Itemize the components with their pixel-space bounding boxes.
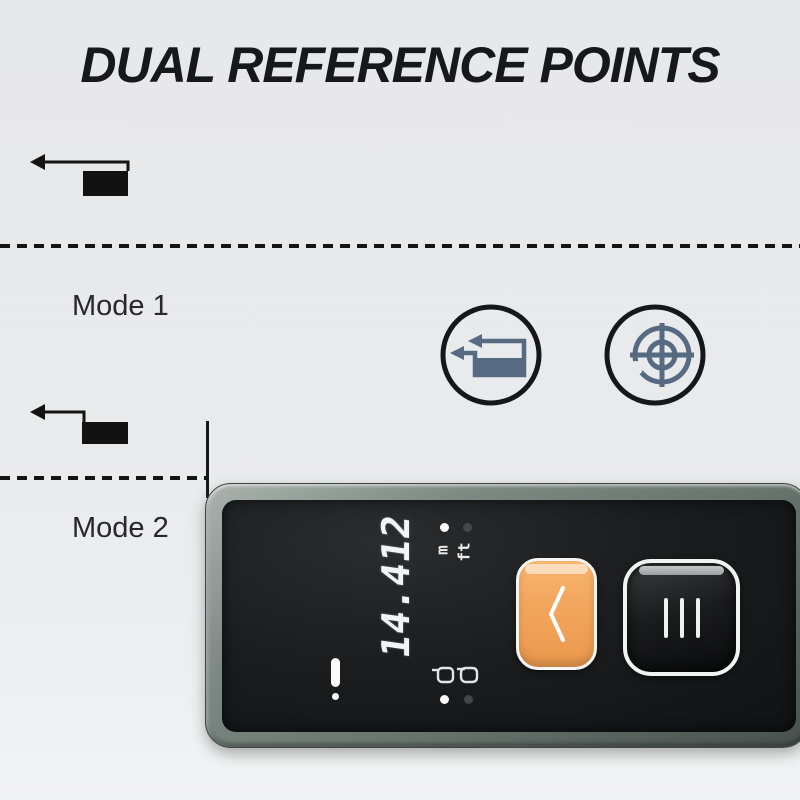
laser-measure-device: 14.412 m ft [205,483,800,748]
area-unit-icon [432,666,455,684]
exclamation-indicator-bar [331,658,340,687]
unit-ft-inactive-dot [463,523,472,532]
front-reference-marker-line [206,421,209,498]
menu-button [623,559,740,676]
menu-lines-icon [663,597,700,638]
volume-unit-icon [457,666,479,684]
reference-plane-line-1 [0,244,800,248]
mode2-label: Mode 2 [72,512,169,544]
unit-m-active-dot [440,523,449,532]
button-top-strip [639,566,724,575]
button-gloss [525,564,588,574]
secondary-unit-active-dot [440,695,449,704]
page-title: DUAL REFERENCE POINTS [80,37,720,93]
lcd-distance-reading: 14.412 [374,511,418,661]
measure-from-rear-icon [30,154,130,196]
measure-from-front-icon [30,404,128,444]
secondary-unit-inactive-dot [464,695,473,704]
measure-button [516,558,597,670]
mode1-label: Mode 1 [72,290,169,322]
dual-reference-icon [440,304,542,406]
reference-plane-line-2 [0,476,206,480]
unit-ft-label: ft [454,542,474,562]
chevron-left-icon [548,586,565,642]
target-positioning-icon [604,304,706,406]
exclamation-indicator-dot [332,693,339,700]
unit-m-label: m [432,545,452,555]
